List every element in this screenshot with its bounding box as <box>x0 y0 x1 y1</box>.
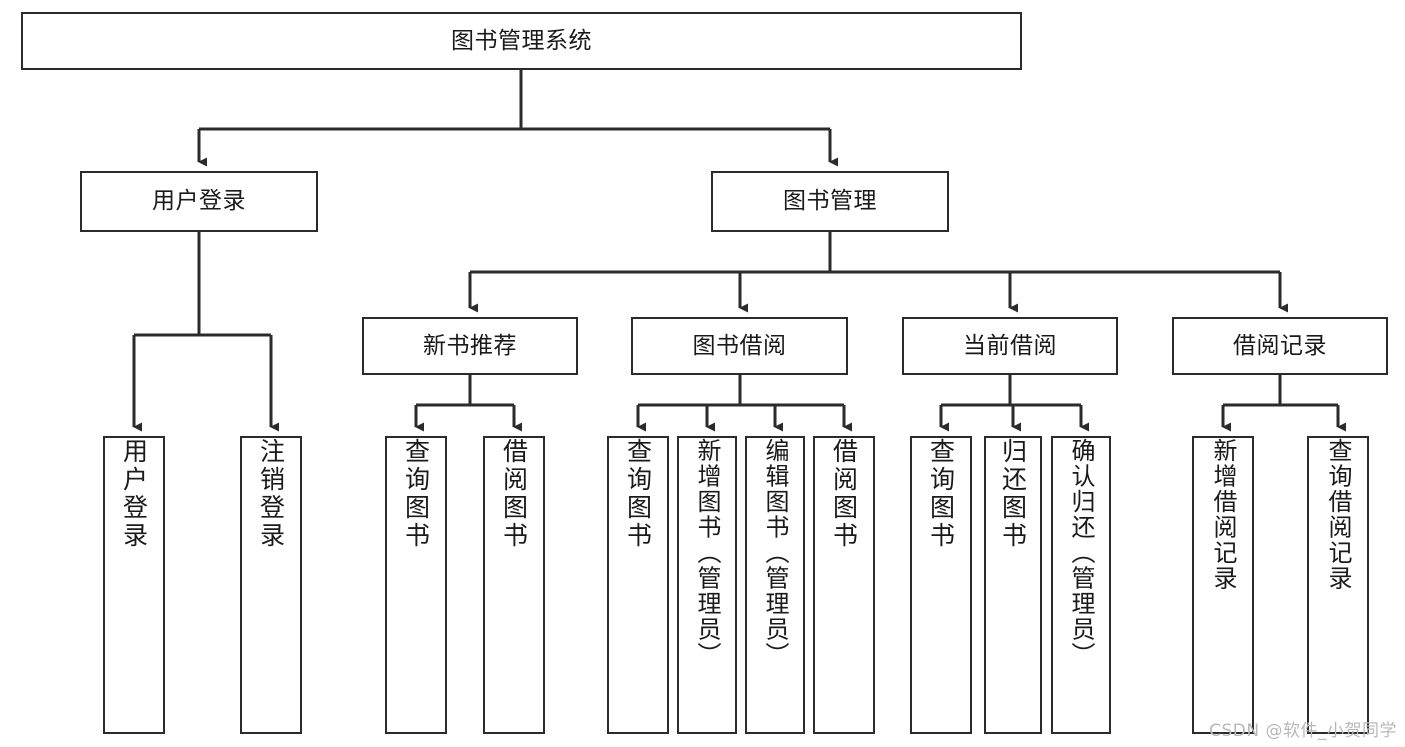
node-leaf-query-book-rec-label: 查询图书 <box>401 438 431 550</box>
node-leaf-borrow-book-label: 借阅图书 <box>829 438 859 550</box>
node-current-borrow-label: 当前借阅 <box>963 332 1057 359</box>
node-root-label: 图书管理系统 <box>451 27 592 54</box>
node-leaf-confirm-return-label: 确认归还（管理员） <box>1067 438 1095 668</box>
node-borrow-record-label: 借阅记录 <box>1233 332 1327 359</box>
node-leaf-user-login[interactable]: 用户登录 <box>103 436 165 734</box>
node-leaf-query-book-rec[interactable]: 查询图书 <box>385 436 447 734</box>
node-leaf-query-book-borrow[interactable]: 查询图书 <box>607 436 669 734</box>
node-leaf-add-borrow-record-label: 新增借阅记录 <box>1209 438 1237 591</box>
node-root[interactable]: 图书管理系统 <box>21 12 1022 70</box>
node-leaf-query-borrow-record[interactable]: 查询借阅记录 <box>1307 436 1369 734</box>
node-leaf-edit-book-label: 编辑图书（管理员） <box>761 438 789 668</box>
node-leaf-add-borrow-record[interactable]: 新增借阅记录 <box>1192 436 1254 734</box>
node-leaf-logout[interactable]: 注销登录 <box>240 436 302 734</box>
watermark-text: CSDN @软件_小贺同学 <box>1209 721 1397 741</box>
node-current-borrow[interactable]: 当前借阅 <box>902 317 1118 375</box>
node-leaf-edit-book[interactable]: 编辑图书（管理员） <box>745 436 805 734</box>
node-leaf-logout-label: 注销登录 <box>256 438 286 550</box>
node-user-login-label: 用户登录 <box>152 188 246 215</box>
node-book-borrow[interactable]: 图书借阅 <box>631 317 848 375</box>
node-leaf-query-book-current-label: 查询图书 <box>926 438 956 550</box>
node-borrow-record[interactable]: 借阅记录 <box>1172 317 1388 375</box>
node-book-borrow-label: 图书借阅 <box>692 332 787 359</box>
node-leaf-add-book-label: 新增图书（管理员） <box>693 438 721 668</box>
node-leaf-query-borrow-record-label: 查询借阅记录 <box>1324 438 1352 591</box>
node-leaf-user-login-label: 用户登录 <box>119 438 149 550</box>
node-leaf-query-book-current[interactable]: 查询图书 <box>910 436 972 734</box>
node-leaf-add-book[interactable]: 新增图书（管理员） <box>677 436 737 734</box>
node-leaf-borrow-book[interactable]: 借阅图书 <box>813 436 875 734</box>
node-book-management-label: 图书管理 <box>783 188 877 215</box>
node-leaf-confirm-return[interactable]: 确认归还（管理员） <box>1051 436 1111 734</box>
node-new-book-recommend-label: 新书推荐 <box>423 332 517 359</box>
node-leaf-query-book-borrow-label: 查询图书 <box>623 438 653 550</box>
node-new-book-recommend[interactable]: 新书推荐 <box>362 317 578 375</box>
node-leaf-borrow-book-rec-label: 借阅图书 <box>499 438 529 550</box>
node-leaf-return-book[interactable]: 归还图书 <box>984 436 1042 734</box>
node-user-login[interactable]: 用户登录 <box>80 171 318 232</box>
node-leaf-return-book-label: 归还图书 <box>998 438 1028 550</box>
node-book-management[interactable]: 图书管理 <box>711 171 949 232</box>
node-leaf-borrow-book-rec[interactable]: 借阅图书 <box>483 436 545 734</box>
